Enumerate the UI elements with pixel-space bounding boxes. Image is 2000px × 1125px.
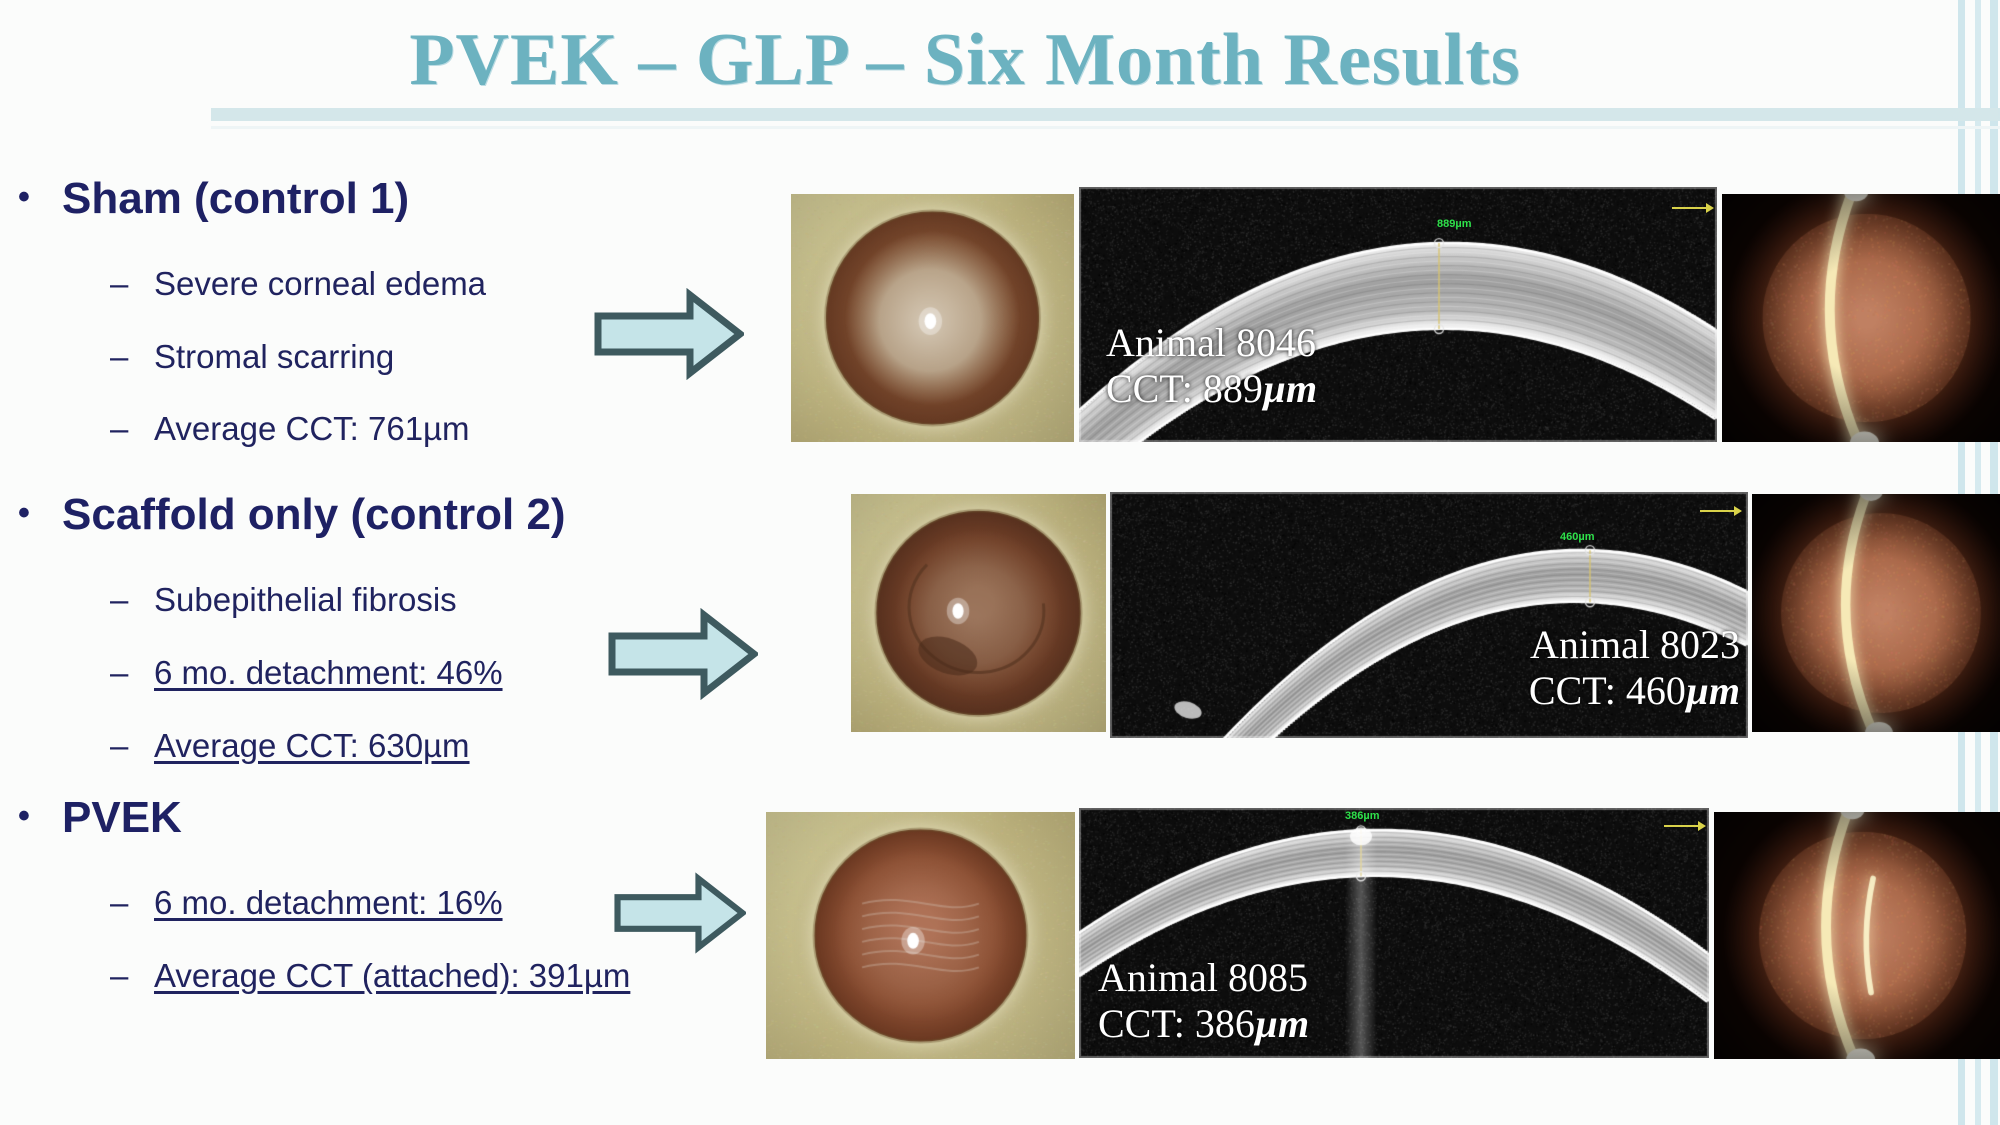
bullet-label-scaffold: Scaffold only (control 2) <box>62 490 566 540</box>
dash-icon: – <box>110 265 129 303</box>
sub-bullet: – Severe corneal edema <box>110 267 770 302</box>
bullet-label-pvek: PVEK <box>62 793 182 843</box>
oct-image-row1 <box>1079 187 1717 442</box>
bullet-dot-icon: • <box>18 178 30 216</box>
slide-title: PVEK – GLP – Six Month Results <box>409 19 1521 101</box>
oct-image-row3 <box>1079 808 1709 1058</box>
sub-bullet-text: 6 mo. detachment: 16% <box>154 884 503 922</box>
dash-icon: – <box>110 957 129 995</box>
sub-bullet-text: Average CCT (attached): 391µm <box>154 957 631 995</box>
oct-cct-row3: CCT: 386µm <box>1098 1001 1309 1047</box>
dash-icon: – <box>110 337 129 375</box>
oct-scale-arrow-row2 <box>1734 506 1742 516</box>
bullet-label-sham: Sham (control 1) <box>62 174 410 223</box>
oct-cct-prefix-row2: CCT: <box>1528 667 1626 713</box>
oct-cct-value-row1: 889 <box>1202 365 1263 411</box>
dash-icon: – <box>110 726 129 764</box>
oct-cct-row1: CCT: 889µm <box>1106 366 1317 412</box>
sub-bullet: – 6 mo. detachment: 46% <box>110 653 770 691</box>
bullet-dot-icon: • <box>18 494 30 533</box>
sub-bullet: – Subepithelial fibrosis <box>110 583 770 618</box>
bullet-list: • Sham (control 1) – Severe corneal edem… <box>0 174 770 995</box>
oct-cct-value-row3: 386 <box>1194 1000 1255 1046</box>
oct-text-row2: Animal 8023 CCT: 460µm <box>1240 622 1740 713</box>
slitlamp-photo-row2 <box>851 494 1106 732</box>
oct-scale-arrow-row1 <box>1706 203 1714 213</box>
sub-bullet-text: Stromal scarring <box>154 337 395 375</box>
right-arrow-icon-row1 <box>594 288 744 380</box>
oct-animal-row3: Animal 8085 <box>1098 955 1308 1000</box>
slitlamp-photo-row3 <box>766 812 1075 1059</box>
sub-bullet-text: Severe corneal edema <box>154 265 487 303</box>
oct-cct-value-row2: 460 <box>1625 667 1686 713</box>
oct-scale-tick-row2 <box>1700 510 1736 512</box>
oct-animal-row2: Animal 8023 <box>1530 622 1740 667</box>
oct-caliper-label-row3: 386µm <box>1345 810 1380 822</box>
bullet-group-pvek: • PVEK <box>18 795 770 841</box>
sub-bullet: – Average CCT (attached): 391µm <box>110 957 770 995</box>
oct-text-row1: Animal 8046 CCT: 889µm <box>1106 320 1317 411</box>
dash-icon: – <box>110 653 129 691</box>
bullet-dot-icon: • <box>18 797 30 836</box>
sub-bullet: – Stromal scarring <box>110 337 770 375</box>
oct-cct-unit-row1: µm <box>1262 365 1318 411</box>
sub-bullet-text: Average CCT: 630µm <box>154 726 470 764</box>
oct-text-row3: Animal 8085 CCT: 386µm <box>1098 955 1309 1046</box>
oct-scale-arrow-row3 <box>1698 821 1706 831</box>
title-underline-bar <box>211 108 2000 121</box>
slitbeam-photo-row3 <box>1714 812 2000 1059</box>
bullet-group-scaffold: • Scaffold only (control 2) <box>18 490 770 540</box>
oct-animal-row1: Animal 8046 <box>1106 320 1316 365</box>
sub-bullet: – 6 mo. detachment: 16% <box>110 886 770 921</box>
dash-icon: – <box>110 581 129 619</box>
dash-icon: – <box>110 410 129 448</box>
oct-cct-row2: CCT: 460µm <box>1240 668 1740 714</box>
oct-scale-tick-row1 <box>1672 207 1708 209</box>
right-arrow-icon-row2 <box>608 608 758 700</box>
sub-bullet-text: Subepithelial fibrosis <box>154 581 457 619</box>
oct-cct-unit-row3: µm <box>1254 1000 1310 1046</box>
bullet-group-sham: • Sham (control 1) <box>18 174 770 223</box>
slitbeam-photo-row2 <box>1752 494 2000 732</box>
dash-icon: – <box>110 884 129 922</box>
oct-scale-tick-row3 <box>1664 825 1700 827</box>
title-underline-bar-thin <box>211 126 2000 129</box>
slitbeam-photo-row1 <box>1722 194 2000 442</box>
slitlamp-photo-row1 <box>791 194 1074 442</box>
oct-cct-prefix-row1: CCT: <box>1106 365 1203 411</box>
oct-caliper-label-row1: 889µm <box>1437 218 1472 230</box>
sub-bullet: – Average CCT: 630µm <box>110 726 770 764</box>
oct-image-row2 <box>1110 492 1748 738</box>
right-arrow-icon-row3 <box>614 872 746 954</box>
oct-cct-unit-row2: µm <box>1685 667 1740 713</box>
sub-bullet-text: 6 mo. detachment: 46% <box>154 653 503 691</box>
oct-caliper-label-row2: 460µm <box>1560 531 1595 543</box>
sub-bullet: – Average CCT: 761µm <box>110 412 770 447</box>
sub-bullet-text: Average CCT: 761µm <box>154 410 470 448</box>
oct-cct-prefix-row3: CCT: <box>1098 1000 1195 1046</box>
